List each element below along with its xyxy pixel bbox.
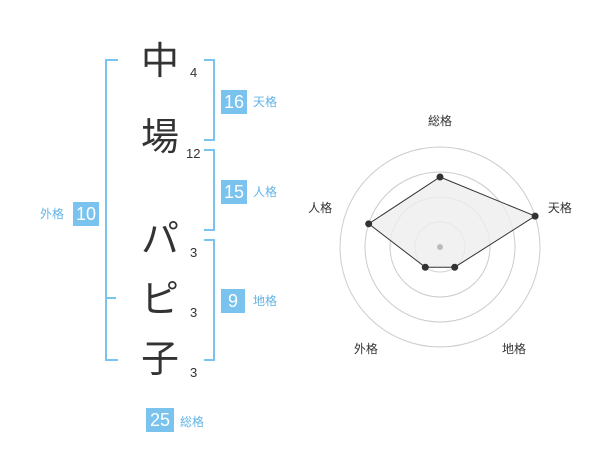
soukaku-value: 25 <box>146 408 174 432</box>
radar-point-4 <box>421 263 429 271</box>
jinkaku-bracket <box>204 149 215 231</box>
tenkaku-value: 16 <box>221 90 247 114</box>
tenkaku-bracket <box>204 59 215 141</box>
chikaku-label: 地格 <box>253 294 278 308</box>
name-char-1: 中 <box>140 39 179 83</box>
chikaku-bracket <box>204 239 215 361</box>
radar-point-1 <box>436 173 444 181</box>
radar-axis-label-2: 天格 <box>548 200 572 215</box>
outer-bracket <box>105 59 118 361</box>
radar-ring-3 <box>364 171 516 323</box>
jinkaku-value: 15 <box>221 180 247 204</box>
radar-ring-4 <box>339 146 541 348</box>
name-char-5: 子 <box>140 337 179 381</box>
radar-polygon <box>367 176 537 268</box>
radar-axis-label-5: 人格 <box>308 200 332 215</box>
stroke-count-2: 12 <box>186 146 201 161</box>
radar-axis-label-4: 外格 <box>354 341 378 356</box>
chikaku-value: 9 <box>221 289 245 313</box>
radar-point-2 <box>531 212 539 220</box>
radar-axis-label-1: 総格 <box>428 113 452 128</box>
radar-point-5 <box>365 220 373 228</box>
radar-axis-label-3: 地格 <box>502 341 526 356</box>
soukaku-label: 総格 <box>180 415 205 429</box>
stroke-count-1: 4 <box>190 65 198 80</box>
stroke-count-3: 3 <box>190 245 198 260</box>
radar-point-3 <box>451 263 459 271</box>
name-char-3: パ <box>140 217 179 261</box>
gaikaku-value: 10 <box>73 202 99 226</box>
tenkaku-label: 天格 <box>253 95 278 109</box>
name-char-4: ピ <box>140 277 179 321</box>
radar-center <box>437 244 443 250</box>
jinkaku-label: 人格 <box>253 185 278 199</box>
stroke-count-4: 3 <box>190 305 198 320</box>
gaikaku-label: 外格 <box>40 207 65 221</box>
name-char-2: 場 <box>140 115 179 159</box>
stroke-count-5: 3 <box>190 365 198 380</box>
